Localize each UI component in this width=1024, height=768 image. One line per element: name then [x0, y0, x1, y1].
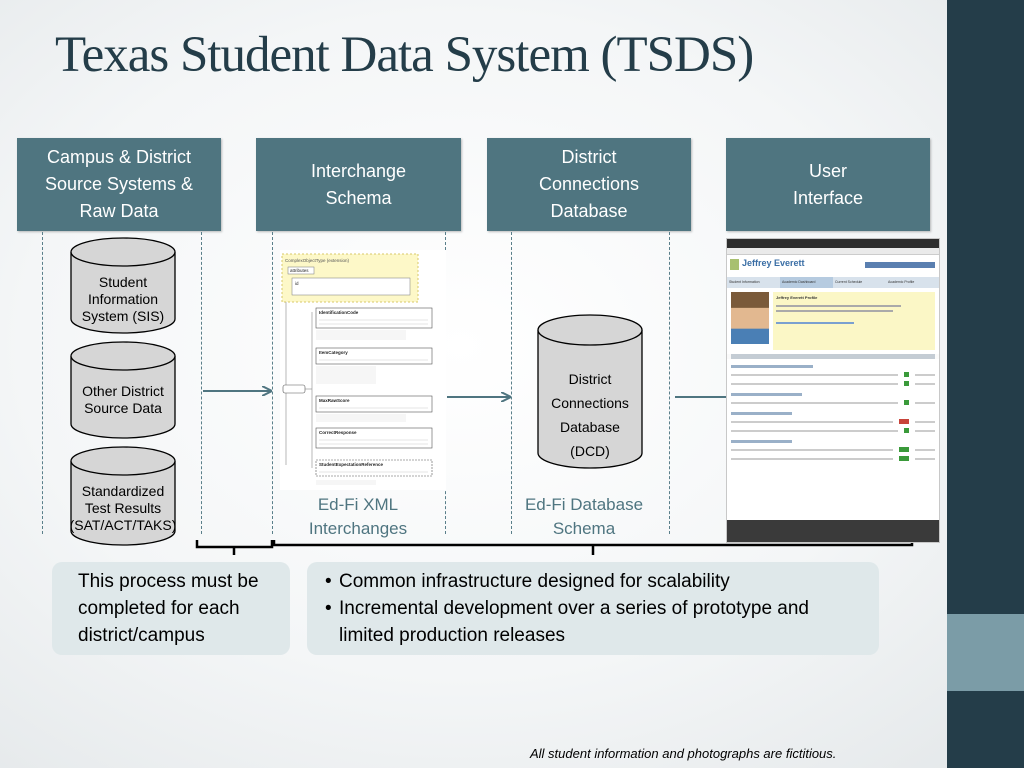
thumb-tab: Student Information	[729, 280, 760, 284]
user-interface-thumbnail: Jeffrey Everett Student Information Acad…	[726, 238, 940, 543]
footer-disclaimer: All student information and photographs …	[530, 746, 837, 761]
schema-id-label: id	[295, 281, 299, 286]
schema-element-label: MaxRawScore	[319, 398, 350, 403]
cylinder-other-district	[70, 341, 176, 439]
cylinder-dcd	[537, 314, 643, 469]
schema-attributes-label: attributes	[290, 268, 309, 273]
schema-diagram-thumbnail: ComplexObjectType (extension) attributes…	[280, 250, 446, 490]
note-infrastructure: Common infrastructure designed for scala…	[307, 562, 879, 655]
thumb-tab: Academic Profile	[888, 280, 915, 284]
cylinder-test-results	[70, 446, 176, 546]
thumb-profile-heading: Jeffrey Everett Profile	[776, 295, 818, 300]
note-bullet: Common infrastructure designed for scala…	[325, 568, 865, 595]
column-guide	[201, 232, 202, 534]
note-bullet: Incremental development over a series of…	[325, 595, 865, 649]
page-title: Texas Student Data System (TSDS)	[55, 27, 754, 83]
schema-root-label: ComplexObjectType (extension)	[285, 258, 350, 263]
sidebar-accent	[947, 614, 1024, 691]
cylinder-sis	[70, 237, 176, 334]
thumb-tab: Academic Dashboard	[780, 277, 833, 288]
column-guide	[272, 232, 273, 534]
schema-element-label: ItemCategory	[319, 350, 348, 355]
thumb-student-name: Jeffrey Everett	[742, 258, 805, 268]
schema-element-label: IdentificationCode	[319, 310, 359, 315]
column-guide	[42, 232, 43, 534]
thumb-student-photo	[731, 292, 769, 344]
column-guide	[511, 232, 512, 534]
column-guide	[669, 232, 670, 534]
bracket-left	[195, 540, 274, 555]
schema-element-label: CorrectResponse	[319, 430, 357, 435]
thumb-tab: Current Schedule	[835, 280, 863, 284]
schema-element-label: StudentExpectationReference	[319, 462, 384, 467]
